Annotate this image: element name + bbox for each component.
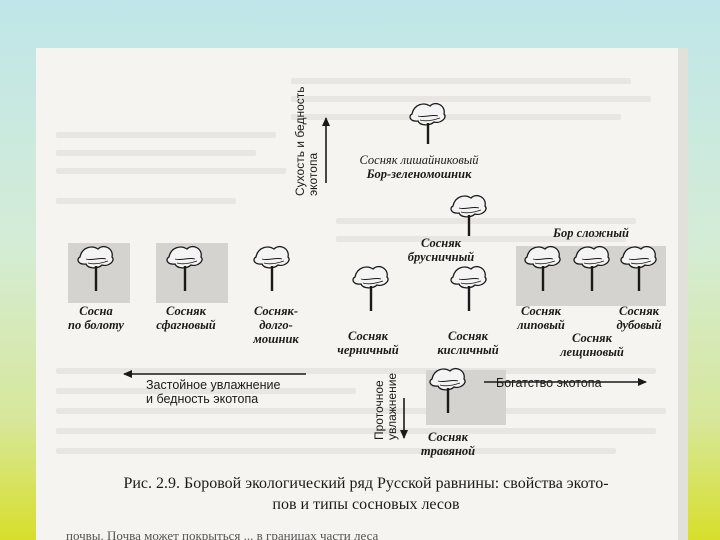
pine-tree-icon	[253, 245, 290, 291]
faint-text-line	[56, 408, 666, 414]
node-label-line: по болоту	[68, 318, 124, 332]
node-label-linden: Сосняк липовый	[517, 304, 565, 332]
faint-text-line	[56, 168, 286, 174]
node-label-line: сфагновый	[156, 318, 216, 332]
body-text-fragment: почвы. Почва может покрыться ... в грани…	[66, 528, 379, 540]
pine-tree-icon	[524, 245, 561, 291]
node-label-line: Сосняк	[619, 304, 659, 318]
node-label-bog: Сосна по болоту	[68, 304, 124, 332]
node-label-hazel: Сосняк лещиновый	[560, 331, 624, 359]
pine-tree-icon	[450, 265, 487, 311]
caption-line: Рис. 2.9. Боровой экологический ряд Русс…	[123, 475, 609, 492]
faint-text-line	[56, 132, 276, 138]
pine-tree-icon	[409, 102, 446, 144]
node-label-sphagnum: Сосняк сфагновый	[156, 304, 215, 332]
node-label-cowberry: Сосняк брусничный	[408, 236, 474, 264]
node-label-line: дубовый	[616, 318, 662, 332]
node-label-line: Сосняк	[572, 331, 612, 345]
page-edge	[678, 48, 688, 540]
node-label-line: брусничный	[407, 250, 475, 264]
pine-tree-icon	[77, 245, 114, 291]
faint-text-line	[56, 198, 236, 204]
node-label-herb: Сосняк травяной	[421, 430, 475, 458]
faint-text-line	[291, 78, 631, 84]
top-group-line: Сосняк лишайниковый	[359, 153, 479, 167]
faint-text-line	[56, 428, 656, 434]
figure-caption: Рис. 2.9. Боровой экологический ряд Русс…	[76, 473, 656, 515]
pine-tree-icon	[166, 245, 203, 291]
faint-text-line	[56, 150, 256, 156]
pine-tree-icon	[573, 245, 610, 291]
left-axis-line: и бедность экотопа	[146, 392, 259, 406]
node-label-line: долго-	[259, 318, 293, 332]
node-label-line: Сосняк	[348, 329, 388, 343]
faint-text-line	[291, 114, 621, 120]
left-axis-label: Застойное увлажнение и бедность экотопа	[146, 378, 280, 406]
left-axis-line: Застойное увлажнение	[146, 378, 281, 392]
pine-tree-icon	[620, 245, 657, 291]
ecological-series-diagram	[77, 102, 657, 439]
down-axis-line: увлажнение	[385, 372, 399, 440]
node-label-line: Сосна	[79, 304, 113, 318]
faint-text-line	[56, 388, 356, 394]
node-label-line: Сосняк	[428, 430, 468, 444]
node-label-line: Сосняк-	[253, 304, 299, 318]
faint-text-line	[336, 218, 636, 224]
node-label-line: черничный	[337, 343, 399, 357]
up-axis-label: Сухость и бедность экотопа	[293, 86, 320, 196]
node-label-polytrichum: Сосняк- долго- мошник	[253, 304, 298, 346]
node-label-oak: Сосняк дубовый	[616, 304, 661, 332]
pine-tree-icon	[352, 265, 389, 311]
node-label-line: травяной	[420, 444, 476, 458]
book-page-scan: Сухость и бедность экотопа Застойное увл…	[36, 48, 688, 540]
top-group-line: Бор-зеленомошник	[366, 167, 472, 181]
node-label-line: Сосняк	[448, 329, 488, 343]
pine-tree-icon	[450, 194, 487, 236]
node-label-line: Сосняк	[521, 304, 561, 318]
faint-text-line	[56, 448, 616, 454]
node-label-line: лещиновый	[560, 345, 624, 359]
caption-line: пов и типы сосновых лесов	[272, 496, 460, 513]
node-label-line: мошник	[253, 332, 299, 346]
pine-tree-icon	[429, 367, 466, 413]
faint-text-line	[336, 236, 626, 242]
top-group-label: Сосняк лишайниковый Бор-зеленомошник	[359, 153, 478, 181]
node-label-line: липовый	[517, 318, 565, 332]
faint-text-line	[291, 96, 651, 102]
node-label-line: Сосняк	[166, 304, 206, 318]
node-label-oxalis: Сосняк кисличный	[437, 329, 498, 357]
down-axis-label: Проточное увлажнение	[372, 372, 399, 440]
right-axis-label: Богатство экотопа	[496, 376, 602, 390]
node-label-bilberry: Сосняк черничный	[337, 329, 398, 357]
node-label-line: Сосняк	[421, 236, 461, 250]
node-label-line: кисличный	[437, 343, 499, 357]
complex-pine-group-label: Бор сложный	[553, 226, 629, 240]
faint-text-line	[56, 368, 656, 374]
up-axis-line: экотопа	[306, 152, 320, 196]
